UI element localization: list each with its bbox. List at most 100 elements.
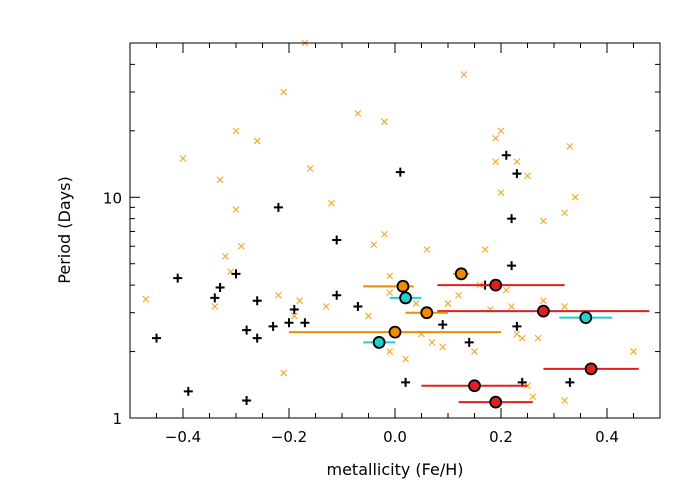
plus-point: [507, 261, 517, 271]
cross-point: [423, 246, 431, 253]
plus-point: [332, 235, 342, 245]
cross-point: [571, 193, 579, 201]
circle-point: [537, 304, 550, 318]
cross-point: [290, 312, 298, 320]
plus-point: [300, 318, 310, 328]
cross-point: [232, 206, 240, 213]
plus-point: [173, 273, 183, 283]
cross-point: [296, 297, 303, 305]
series-4: [363, 291, 613, 349]
x-tick-label: 0.2: [489, 428, 513, 446]
cross-point: [502, 286, 510, 294]
cross-point: [561, 397, 568, 404]
plus-point: [507, 214, 517, 224]
plus-point: [501, 150, 511, 160]
plus-point: [332, 290, 342, 300]
x-axis-label: metallicity (Fe/H): [327, 460, 464, 479]
cross-point: [444, 300, 452, 307]
plus-point: [464, 337, 474, 347]
plus-point: [438, 320, 448, 330]
plus-point: [565, 377, 575, 387]
circle-point: [396, 279, 410, 293]
plus-point: [252, 333, 262, 343]
plus-point: [252, 296, 262, 306]
cross-point: [439, 343, 447, 351]
plot-marks: [142, 39, 650, 409]
y-axis-label: Period (Days): [55, 176, 74, 283]
cross-point: [492, 158, 500, 166]
plus-point: [231, 269, 241, 279]
cross-point: [216, 176, 224, 184]
circle-point: [399, 291, 413, 305]
cross-point: [513, 158, 521, 166]
cross-point: [275, 291, 282, 299]
series-0: [142, 39, 637, 404]
circle-point: [468, 379, 481, 393]
cross-point: [534, 334, 542, 342]
series-2: [421, 278, 650, 409]
cross-point: [386, 289, 394, 296]
cross-point: [381, 118, 388, 126]
cross-point: [540, 217, 547, 225]
x-tick-label: −0.4: [165, 428, 201, 446]
cross-point: [513, 330, 521, 338]
circle-point: [420, 306, 434, 320]
cross-point: [455, 291, 462, 299]
cross-point: [211, 303, 219, 310]
circle-point: [454, 267, 468, 281]
cross-point: [402, 355, 409, 363]
cross-point: [412, 300, 420, 307]
cross-point: [179, 155, 187, 162]
cross-point: [524, 172, 531, 180]
cross-point: [354, 109, 362, 117]
cross-point: [497, 189, 505, 196]
cross-point: [280, 369, 288, 377]
cross-point: [471, 348, 478, 355]
plus-point: [183, 386, 193, 396]
plot-frame: [129, 42, 661, 419]
plus-point: [242, 325, 252, 335]
cross-point: [561, 303, 568, 310]
cross-point: [253, 137, 261, 145]
cross-point: [386, 348, 394, 355]
cross-point: [481, 246, 489, 253]
cross-point: [386, 272, 394, 280]
plus-point: [268, 321, 278, 331]
cross-point: [497, 127, 505, 135]
plus-point: [401, 377, 411, 387]
cross-point: [561, 209, 568, 217]
cross-point: [492, 134, 500, 142]
plus-point: [512, 169, 522, 179]
cross-point: [630, 348, 637, 355]
cross-point: [365, 312, 372, 320]
cross-point: [306, 165, 314, 172]
plus-point: [273, 202, 283, 212]
plus-point: [152, 333, 161, 343]
cross-point: [381, 230, 388, 238]
circle-point: [372, 336, 386, 349]
circle-point: [584, 362, 598, 376]
series-1: [152, 150, 575, 406]
plus-point: [242, 396, 252, 406]
cross-point: [370, 241, 378, 249]
cross-point: [232, 127, 240, 135]
cross-point: [428, 339, 436, 346]
cross-point: [566, 143, 574, 150]
x-tick-label: 0.4: [595, 428, 619, 446]
cross-point: [142, 295, 150, 303]
cross-point: [237, 242, 245, 250]
cross-point: [460, 71, 468, 78]
cross-point: [222, 252, 229, 260]
cross-point: [280, 88, 288, 96]
plus-point: [395, 167, 405, 177]
x-tick-label: −0.2: [271, 428, 307, 446]
cross-point: [540, 297, 547, 305]
y-tick-label: 1: [112, 410, 122, 428]
circle-point: [388, 325, 402, 339]
x-tick-label: 0.0: [383, 428, 407, 446]
plus-point: [353, 302, 363, 312]
cross-point: [518, 334, 526, 342]
plus-point: [215, 283, 225, 293]
